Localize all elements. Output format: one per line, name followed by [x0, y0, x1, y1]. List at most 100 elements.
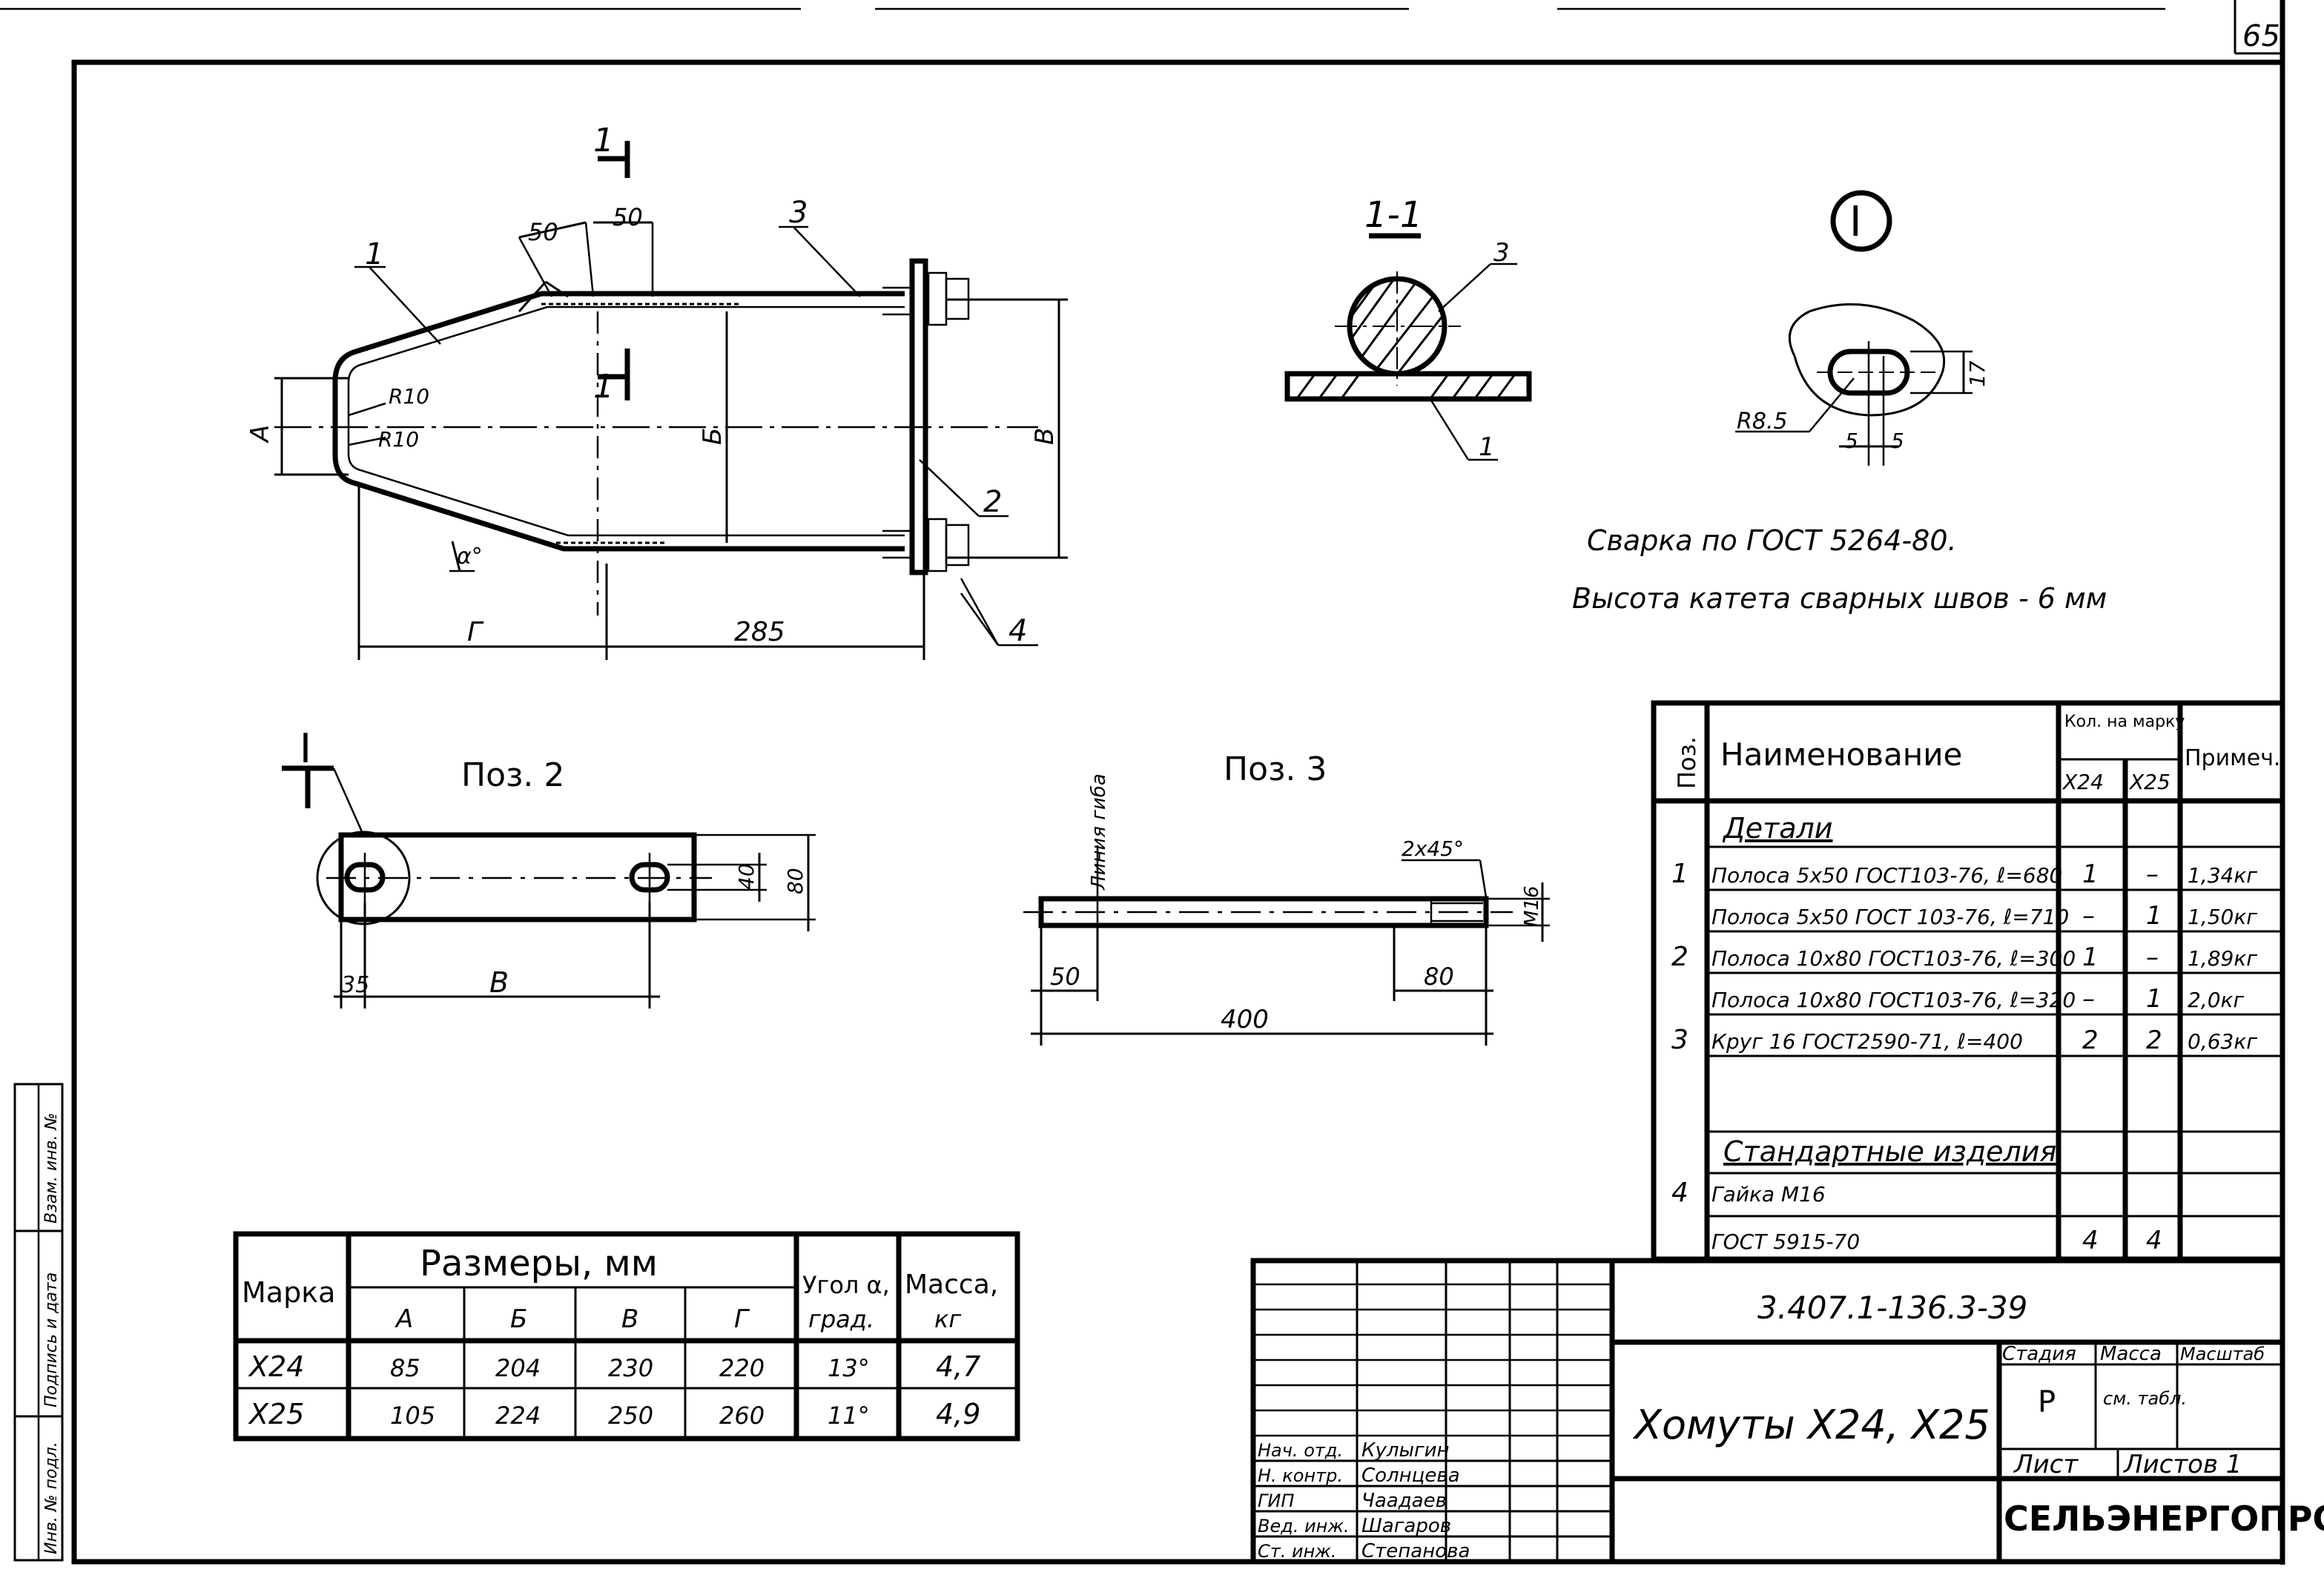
detail-mark: I — [1849, 198, 1862, 246]
section-title: 1-1 — [1364, 194, 1422, 236]
spec-row-qty1: 4 — [2082, 1226, 2099, 1255]
spec-row-note: 1,50кг — [2188, 905, 2257, 929]
spec-row-note: 1,34кг — [2188, 863, 2257, 888]
size-row-g: 220 — [719, 1354, 765, 1382]
size-row-g: 260 — [719, 1402, 765, 1430]
top-dim-50a: 50 — [528, 218, 558, 246]
signer-name: Шагаров — [1361, 1515, 1451, 1537]
title-sheets-h: Листов 1 — [2122, 1450, 2242, 1479]
detail-i — [1735, 190, 1973, 466]
section-1-1 — [1284, 233, 1532, 461]
spec-row-name: Полоса 5х50 ГОСТ103-76, ℓ=680 — [1711, 863, 2062, 888]
title-name: Хомуты Х24, Х25 — [1632, 1402, 1990, 1448]
spec-row-qty2: – — [2146, 859, 2159, 889]
spec-header-note: Примеч. — [2185, 745, 2280, 771]
title-stage-h: Стадия — [2002, 1343, 2076, 1365]
dim-285: 285 — [734, 617, 785, 647]
spec-row-name: ГОСТ 5915-70 — [1711, 1229, 1860, 1254]
side-stamp-repl: Взам. инв. № — [42, 1113, 61, 1224]
spec-row-name: Полоса 5х50 ГОСТ 103-76, ℓ=710 — [1711, 905, 2069, 929]
size-header-mass1: Масса, — [905, 1270, 998, 1300]
signer-role: Ст. инж. — [1258, 1541, 1337, 1562]
spec-row-pos: 2 — [1671, 942, 1688, 972]
size-header-mark: Марка — [242, 1276, 335, 1309]
size-row-v: 230 — [608, 1354, 653, 1382]
detail-dim-5b: 5 — [1891, 429, 1904, 453]
section-mark-bottom: 1 — [593, 368, 614, 406]
size-col-g: Г — [734, 1304, 750, 1334]
pos3-dim-80: 80 — [1424, 963, 1454, 991]
pos2-title: Поз. 2 — [461, 756, 564, 794]
signer-name: Степанова — [1361, 1540, 1470, 1562]
spec-header-qty: Кол. на марку — [2064, 713, 2185, 731]
size-row-a: 85 — [390, 1354, 420, 1382]
clamp-main-view — [274, 141, 1068, 660]
title-mass: см. табл. — [2103, 1388, 2187, 1409]
size-table — [233, 1231, 1020, 1442]
spec-row-qty1: – — [2082, 901, 2095, 931]
spec-row-qty2: 4 — [2146, 1226, 2162, 1255]
spec-header-name: Наименование — [1720, 736, 1962, 773]
spec-row-qty1: 2 — [2082, 1026, 2099, 1055]
pos2-detail-mark: I — [300, 725, 311, 772]
pos3-thread: М16 — [1521, 885, 1543, 927]
size-col-v: В — [621, 1304, 638, 1334]
dim-a: А — [245, 425, 275, 443]
dim-v: В — [1030, 428, 1060, 445]
spec-row-name: Гайка М16 — [1711, 1182, 1826, 1206]
sheet-frame — [71, 59, 2285, 1565]
size-row-angle: 13° — [828, 1354, 870, 1382]
size-header-sizes: Размеры, мм — [420, 1243, 658, 1284]
pos3-view — [1023, 845, 1550, 1046]
side-stamp-sign: Подпись и дата — [42, 1272, 61, 1407]
signer-role: Н. контр. — [1258, 1465, 1343, 1486]
section-mark-top: 1 — [593, 122, 614, 159]
dim-b: Б — [698, 428, 727, 445]
side-stamp: Инв. № подл. Подпись и дата Взам. инв. № — [13, 1083, 64, 1562]
pos3-dim-400: 400 — [1221, 1005, 1269, 1034]
size-row-a: 105 — [390, 1402, 435, 1430]
size-row-mark: Х25 — [248, 1398, 304, 1430]
spec-row-qty1: 1 — [2082, 942, 2099, 972]
spec-row-qty2: 1 — [2146, 901, 2162, 931]
pos-label-1: 1 — [365, 237, 383, 271]
spec-row-pos: 3 — [1671, 1025, 1688, 1055]
spec-row-pos: 4 — [1671, 1178, 1688, 1208]
size-row-v: 250 — [608, 1402, 653, 1430]
pos-label-2: 2 — [983, 485, 1002, 519]
dim-g: Г — [467, 617, 484, 647]
spec-row-qty1: 1 — [2082, 859, 2099, 889]
title-sheet-h: Лист — [2013, 1450, 2079, 1479]
radius-label-bottom: R10 — [378, 427, 419, 452]
title-mass-h: Масса — [2100, 1343, 2162, 1365]
weld-note-2: Высота катета сварных швов - 6 мм — [1572, 582, 2107, 615]
angle-label: α° — [457, 544, 483, 570]
signer-role: ГИП — [1258, 1490, 1294, 1511]
pos2-dim-40: 40 — [734, 863, 759, 890]
spec-row-pos: 1 — [1671, 859, 1688, 889]
pos3-title: Поз. 3 — [1224, 750, 1327, 788]
size-row-angle: 11° — [828, 1402, 870, 1430]
size-col-a: А — [395, 1304, 413, 1334]
spec-table — [1651, 700, 2285, 1262]
spec-row-note: 2,0кг — [2188, 988, 2244, 1012]
spec-header-q1: Х24 — [2061, 770, 2104, 794]
pos3-chamfer: 2х45° — [1402, 836, 1464, 861]
size-row-mass: 4,7 — [936, 1350, 980, 1383]
detail-dim-17: 17 — [1965, 360, 1990, 387]
spec-row-name: Круг 16 ГОСТ2590-71, ℓ=400 — [1711, 1029, 2023, 1054]
size-row-mark: Х24 — [248, 1350, 304, 1383]
detail-dim-5a: 5 — [1845, 429, 1858, 453]
size-header-angle2: град. — [808, 1305, 874, 1333]
title-block — [1250, 1258, 2285, 1565]
pos-label-4: 4 — [1009, 614, 1027, 648]
section-pos-1: 1 — [1479, 432, 1495, 462]
title-stage: Р — [2038, 1385, 2056, 1419]
size-col-b: Б — [510, 1304, 527, 1334]
spec-header-q2: Х25 — [2128, 770, 2171, 794]
pos2-dim-35: 35 — [341, 972, 369, 998]
signer-name: Кулыгин — [1361, 1439, 1450, 1462]
signer-name: Чаадаев — [1361, 1490, 1447, 1512]
spec-header-pos: Поз. — [1673, 736, 1701, 789]
